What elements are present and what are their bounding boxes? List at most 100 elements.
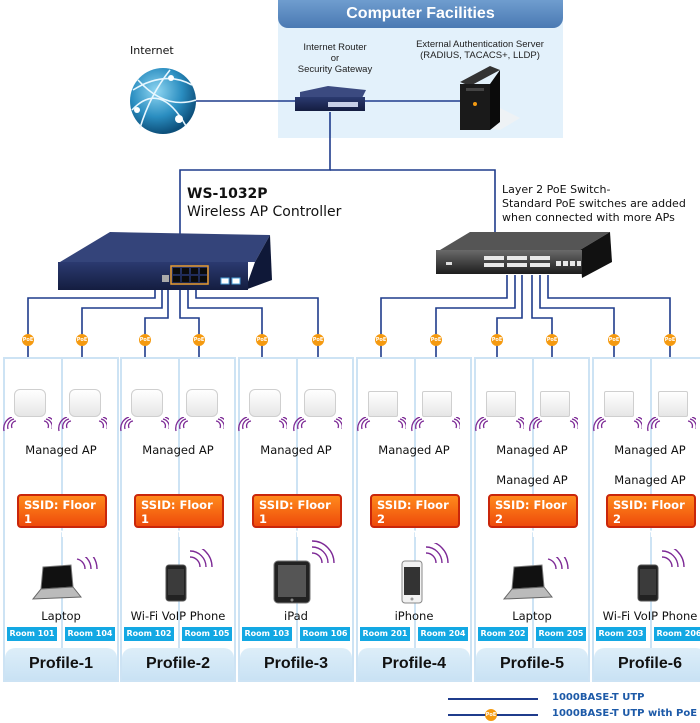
profile-column: Managed AP SSID: Floor 1 Channel: 11 iPa…	[238, 357, 354, 682]
poe-switch-icon	[436, 232, 612, 278]
access-point-icon	[368, 391, 398, 417]
poe-icon: PoE	[485, 709, 497, 721]
poe-icon: PoE	[22, 334, 34, 346]
poe-link	[435, 275, 516, 395]
channel-label: Channel: 6	[377, 526, 447, 540]
wifi-signal-icon	[58, 417, 107, 432]
room-badge: Room 101	[7, 627, 57, 641]
managed-ap-label: Managed AP	[378, 443, 450, 457]
ssid-label: SSID: Floor 2	[495, 498, 567, 526]
wifi-signal-icon	[120, 417, 169, 432]
controller-label: WS-1032P Wireless AP Controller	[187, 186, 341, 221]
poe-switch-label-line: when connected with more APs	[502, 211, 675, 224]
access-point-icon	[540, 391, 570, 417]
room-badge: Room 201	[360, 627, 410, 641]
poe-icon: PoE	[664, 334, 676, 346]
channel-label: Channel: 1	[613, 526, 683, 540]
ssid-channel-badge: SSID: Floor 1 Channel: 11	[252, 494, 342, 540]
poe-icon: PoE	[491, 334, 503, 346]
computer-facilities-title: Computer Facilities	[278, 0, 563, 28]
profile-column: Managed AP SSID: Floor 1 Channel: 1 Lapt…	[3, 357, 119, 682]
profile-column: Managed AP Managed AP SSID: Floor 2 Chan…	[474, 357, 590, 682]
ssid-channel-badge: SSID: Floor 1 Channel: 1	[17, 494, 107, 540]
room-badge: Room 106	[300, 627, 350, 641]
profile-tab: Profile-5	[476, 648, 588, 680]
poe-link	[539, 275, 615, 395]
device-label: iPhone	[394, 609, 434, 623]
wifi-signal-icon	[411, 417, 460, 432]
poe-link	[187, 288, 263, 395]
channel-label: Channel: 1	[24, 526, 94, 540]
channel-label: Channel: 6	[141, 526, 211, 540]
room-badge: Room 104	[65, 627, 115, 641]
ssid-channel-badge: SSID: Floor 1 Channel: 6	[134, 494, 224, 540]
router-device-icon	[295, 86, 366, 111]
managed-ap-label: Managed AP	[142, 443, 214, 457]
router-label: Internet Router or Security Gateway	[285, 42, 385, 75]
poe-switch-label: Layer 2 PoE Switch- Standard PoE switche…	[502, 183, 700, 225]
poe-link	[81, 288, 163, 395]
managed-ap-label: Managed AP	[496, 443, 568, 457]
phone-icon	[637, 549, 685, 602]
ssid-label: SSID: Floor 1	[259, 498, 331, 526]
poe-ap-links	[27, 275, 671, 395]
device-label: Wi-Fi VoIP Phone	[130, 609, 226, 623]
poe-link	[380, 275, 508, 395]
legend-utp-label: 1000BASE-T UTP	[552, 692, 645, 703]
poe-icon: PoE	[139, 334, 151, 346]
access-point-icon	[14, 389, 46, 417]
managed-ap-label: Managed AP	[260, 443, 332, 457]
wifi-signal-icon	[357, 417, 406, 432]
access-point-icon	[604, 391, 634, 417]
room-badge: Room 102	[124, 627, 174, 641]
router-label-line: Internet Router	[303, 42, 367, 53]
ssid-channel-badge: SSID: Floor 2 Channel: 6	[370, 494, 460, 540]
device-label: Wi-Fi VoIP Phone	[602, 609, 698, 623]
auth-server-label-line: (RADIUS, TACACS+, LLDP)	[420, 50, 540, 61]
controller-name: Wireless AP Controller	[187, 204, 342, 220]
poe-icon: PoE	[375, 334, 387, 346]
ssid-label: SSID: Floor 2	[613, 498, 685, 526]
access-point-icon	[69, 389, 101, 417]
ssid-channel-badge: SSID: Floor 2 Channel: 1	[606, 494, 696, 540]
channel-label: Channel: 11	[259, 526, 337, 540]
poe-icon: PoE	[256, 334, 268, 346]
profile-column: Managed AP Managed AP SSID: Floor 2 Chan…	[592, 357, 700, 682]
laptop-icon	[31, 557, 98, 600]
laptop-icon	[502, 557, 569, 600]
room-badge: Room 206	[654, 627, 700, 641]
poe-icon: PoE	[193, 334, 205, 346]
legend-utp-line	[448, 698, 538, 700]
ws-1032p-controller-icon	[58, 232, 272, 290]
internet-label: Internet	[130, 44, 174, 57]
profile-tab: Profile-1	[5, 648, 117, 680]
ssid-label: SSID: Floor 1	[141, 498, 213, 526]
room-badge: Room 205	[536, 627, 586, 641]
auth-server-label-line: External Authentication Server	[416, 39, 544, 50]
poe-icon: PoE	[76, 334, 88, 346]
poe-link	[496, 275, 523, 395]
profile-column: Managed AP SSID: Floor 2 Channel: 6 iPho…	[356, 357, 472, 682]
legend-poe-label: 1000BASE-T UTP with PoE	[552, 708, 698, 719]
poe-link	[179, 288, 200, 395]
poe-icon: PoE	[430, 334, 442, 346]
router-switch-link	[330, 169, 496, 232]
access-point-icon	[422, 391, 452, 417]
iphone-icon	[401, 543, 449, 604]
access-point-icon	[304, 389, 336, 417]
wifi-signal-icon	[529, 417, 578, 432]
wifi-signal-icon	[293, 417, 342, 432]
internet-globe-icon	[130, 68, 197, 134]
access-point-icon	[658, 391, 688, 417]
tablet-icon	[273, 540, 335, 604]
room-badge: Room 202	[478, 627, 528, 641]
profile-column: Managed AP SSID: Floor 1 Channel: 6 Wi-F…	[120, 357, 236, 682]
wifi-signal-icon	[593, 417, 642, 432]
profile-tab: Profile-6	[594, 648, 700, 680]
profile-tab: Profile-3	[240, 648, 352, 680]
router-label-line: or	[330, 53, 340, 64]
room-badge: Room 103	[242, 627, 292, 641]
managed-ap-label: Managed AP	[25, 443, 97, 457]
poe-icon: PoE	[608, 334, 620, 346]
